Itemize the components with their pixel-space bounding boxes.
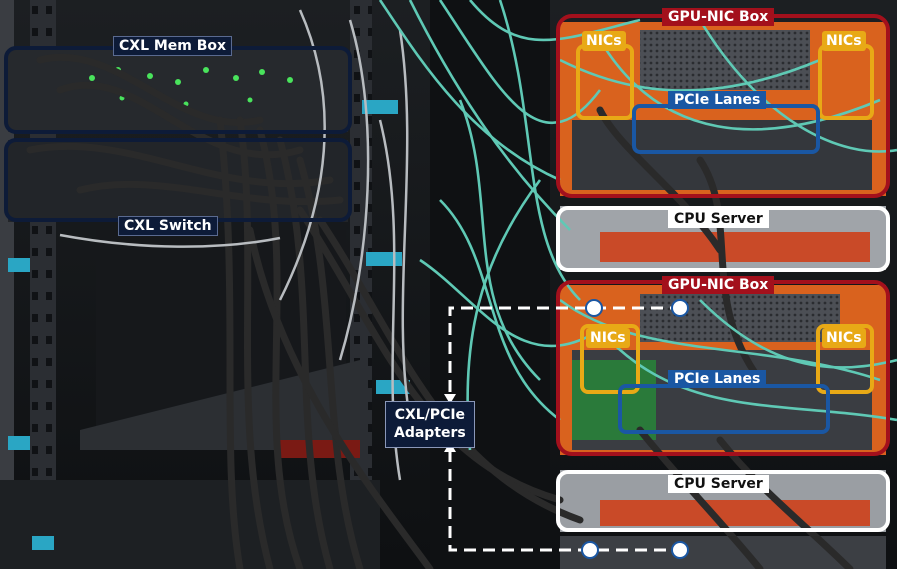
drive-bays-bottom: [600, 500, 870, 526]
nics-bottom-right-label: NICs: [822, 328, 866, 348]
cable-tie: [32, 536, 54, 550]
pcie-area-top: [572, 120, 872, 190]
adapter-card: [572, 360, 656, 440]
nics-top-right-label: NICs: [822, 31, 866, 51]
cable-tie: [362, 100, 398, 114]
arrowhead-up-connector: [444, 394, 456, 404]
grey-cables: [59, 9, 412, 481]
adapters-label-line1: CXL/PCIe: [394, 407, 466, 423]
cpu-server-bottom-label: CPU Server: [668, 475, 769, 493]
pcie-lanes-top-label: PCIe Lanes: [668, 91, 767, 109]
cxl-pcie-adapters-label: CXL/PCIe Adapters: [385, 401, 475, 448]
gpu-nic-box-top-label: GPU-NIC Box: [662, 8, 775, 26]
black-cables: [26, 54, 854, 569]
adapters-label-line2: Adapters: [394, 424, 466, 441]
pcie-lanes-bottom-label: PCIe Lanes: [668, 370, 767, 388]
cxl-mem-box-label: CXL Mem Box: [113, 36, 233, 56]
fan-grille-top: [640, 30, 810, 90]
connector-endpoints: [581, 299, 689, 559]
cxl-switch-label: CXL Switch: [118, 216, 218, 236]
nics-bottom-left-label: NICs: [586, 328, 630, 348]
gpu-nic-box-bottom-label: GPU-NIC Box: [662, 276, 775, 294]
adapter-connectors: [448, 306, 680, 552]
cpu-server-top-outline: [556, 206, 890, 272]
cpu-server-top-label: CPU Server: [668, 210, 769, 228]
cpu-server-bottom-outline: [556, 470, 890, 532]
rack-shelf: [80, 360, 360, 450]
cable-tie: [366, 252, 402, 266]
cable-tie: [8, 436, 30, 450]
nics-top-left-label: NICs: [582, 31, 626, 51]
drive-bays-top: [600, 232, 870, 262]
nics-bottom-left-outline: [580, 324, 640, 394]
cable-tie: [8, 258, 30, 272]
nics-bottom-right-outline: [816, 324, 874, 394]
